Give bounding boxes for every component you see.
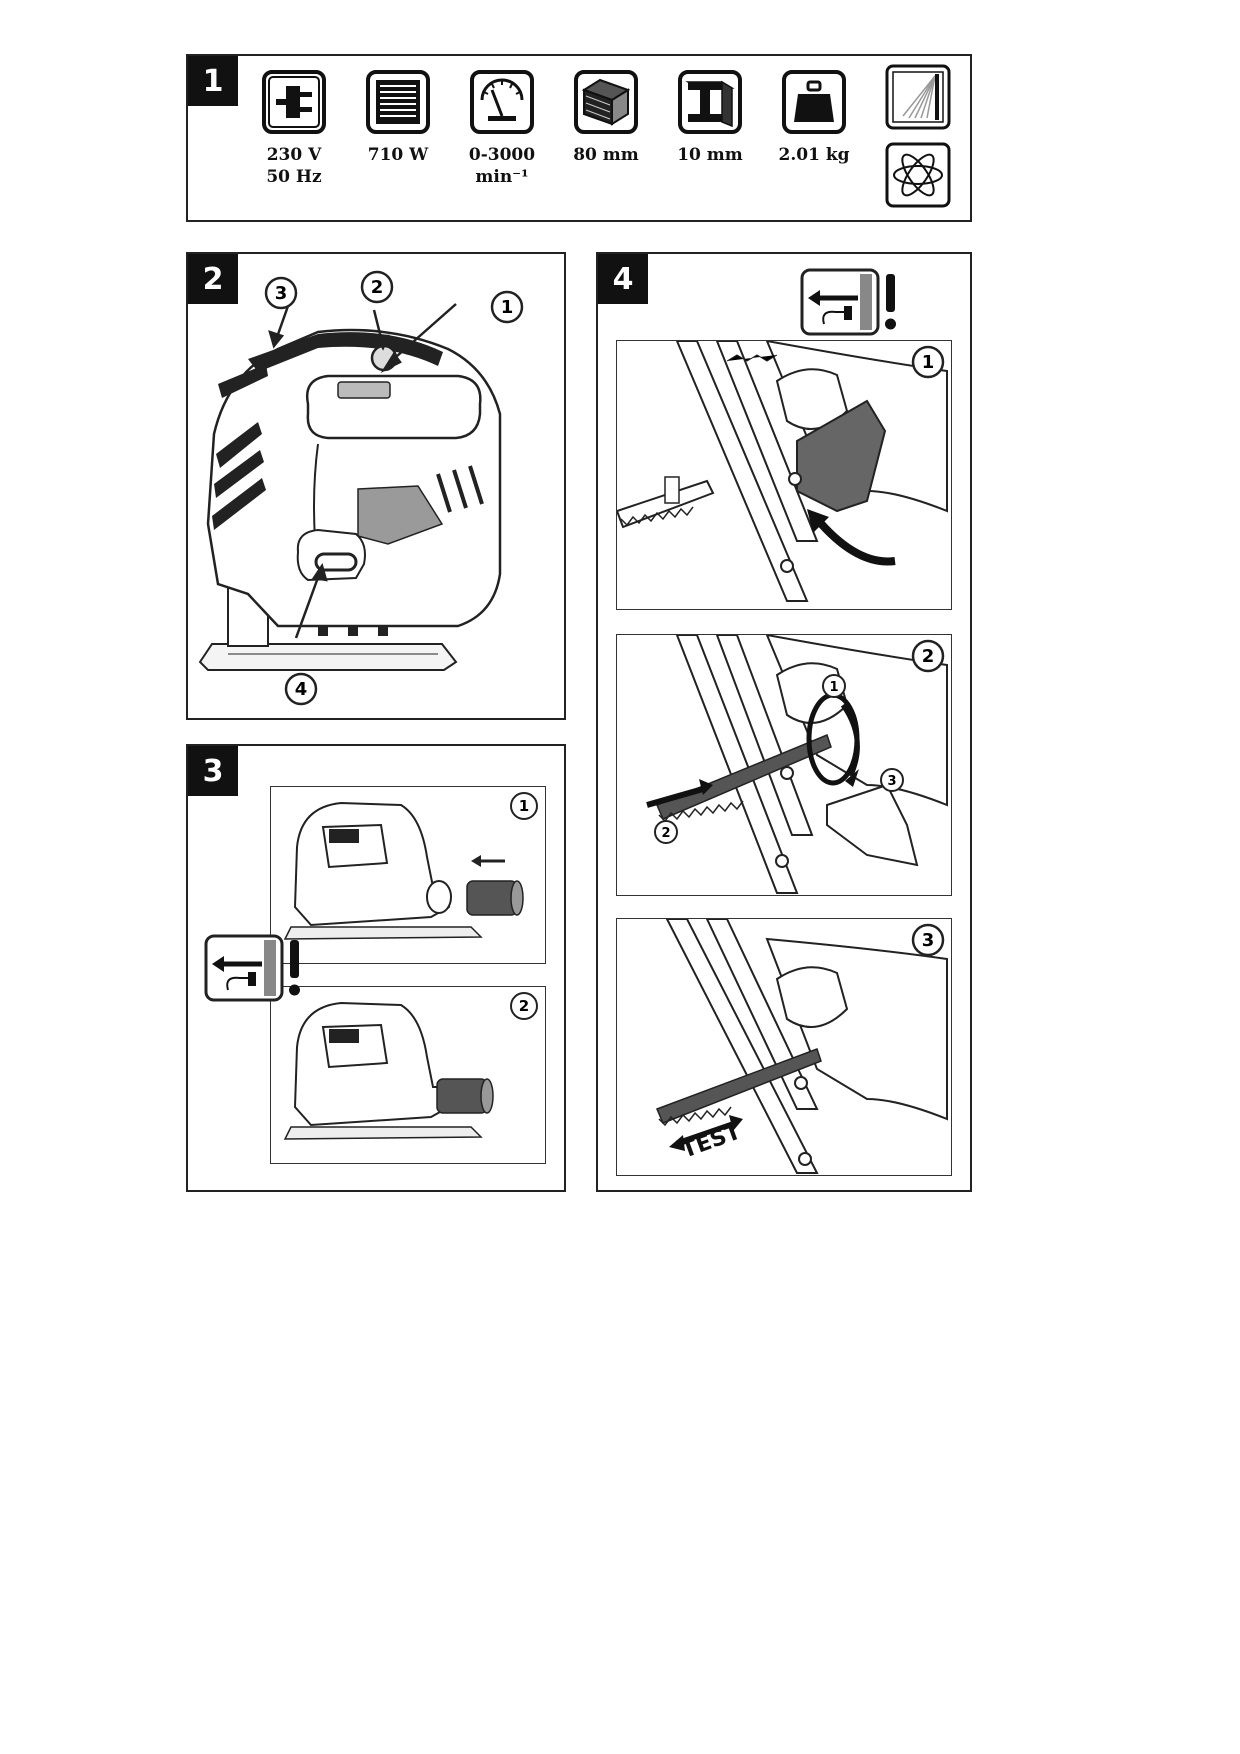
- svg-text:2: 2: [371, 277, 384, 298]
- orbital-action-icon: [885, 142, 951, 208]
- motor-icon: [366, 70, 430, 134]
- step-3-frame: TEST 3: [616, 918, 952, 1176]
- double-insulation-icon: [885, 64, 951, 130]
- blade-test-illustration: [656, 919, 948, 1174]
- blade-release-illustration: [617, 341, 948, 602]
- spec-speed: 0-3000 min⁻¹: [457, 70, 547, 188]
- jigsaw-illustration: [198, 303, 502, 671]
- svg-text:1: 1: [922, 352, 935, 373]
- svg-text:1: 1: [501, 297, 514, 318]
- step-2-frame: 2 1 2 3: [616, 634, 952, 896]
- svg-text:2: 2: [922, 646, 935, 667]
- power-plug-icon: [262, 70, 326, 134]
- spec-voltage-line1: 230 V: [266, 145, 322, 165]
- panel-number: 4: [598, 254, 648, 304]
- dust-adapter-panel: 3 1 2: [186, 744, 566, 1192]
- wood-beam-icon: [574, 70, 638, 134]
- step-2-badge: 2: [911, 639, 945, 673]
- step-1-badge: 1: [509, 791, 539, 821]
- svg-text:2: 2: [519, 997, 529, 1015]
- spec-speed-line2: min⁻¹: [475, 167, 529, 187]
- step-2-frame: 2: [270, 986, 546, 1164]
- weight-icon: [782, 70, 846, 134]
- callout-1: 1: [490, 290, 524, 324]
- blade-insert-illustration: [646, 635, 948, 894]
- spec-steel-depth-line1: 10 mm: [677, 145, 743, 165]
- jigsaw-attach-adapter-illustration: [283, 801, 524, 940]
- spec-weight: 2.01 kg: [769, 70, 859, 166]
- spec-wood-depth: 80 mm: [561, 70, 651, 166]
- callout-3: 3: [264, 276, 298, 310]
- unplug-warning-icon: [790, 268, 910, 338]
- step-3-badge: 3: [911, 923, 945, 957]
- panel-number: 3: [188, 746, 238, 796]
- spec-wood-depth-line1: 80 mm: [573, 145, 639, 165]
- svg-text:1: 1: [519, 797, 529, 815]
- spec-speed-line1: 0-3000: [468, 145, 536, 165]
- panel-number: 2: [188, 254, 238, 304]
- step-1-frame: 1: [270, 786, 546, 964]
- svg-text:3: 3: [275, 283, 288, 304]
- speedometer-icon: [470, 70, 534, 134]
- spec-steel-depth: 10 mm: [665, 70, 755, 166]
- spec-power: 710 W: [353, 70, 443, 166]
- svg-text:3: 3: [922, 930, 935, 951]
- step-2-badge: 2: [509, 991, 539, 1021]
- callout-2: 2: [653, 819, 679, 845]
- spec-weight-line1: 2.01 kg: [778, 145, 850, 165]
- callout-2: 2: [360, 270, 394, 304]
- step-1-badge: 1: [911, 345, 945, 379]
- svg-text:2: 2: [661, 826, 670, 841]
- unplug-warning-icon: [204, 934, 304, 1004]
- callout-4: 4: [284, 672, 318, 706]
- callout-3: 3: [879, 767, 905, 793]
- callout-1: 1: [821, 673, 847, 699]
- spec-voltage: 230 V 50 Hz: [249, 70, 339, 188]
- svg-text:1: 1: [829, 680, 838, 695]
- spec-voltage-line2: 50 Hz: [266, 167, 322, 187]
- spec-power-line1: 710 W: [367, 145, 429, 165]
- svg-text:3: 3: [887, 774, 896, 789]
- step-1-frame: 1: [616, 340, 952, 610]
- panel-number: 1: [188, 56, 238, 106]
- svg-text:4: 4: [295, 679, 308, 700]
- specs-panel: 1 230 V 50 Hz: [186, 54, 972, 222]
- blade-change-panel: 4: [596, 252, 972, 1192]
- jigsaw-with-adapter-illustration: [283, 1001, 494, 1140]
- tool-overview-panel: 2: [186, 252, 566, 720]
- steel-beam-icon: [678, 70, 742, 134]
